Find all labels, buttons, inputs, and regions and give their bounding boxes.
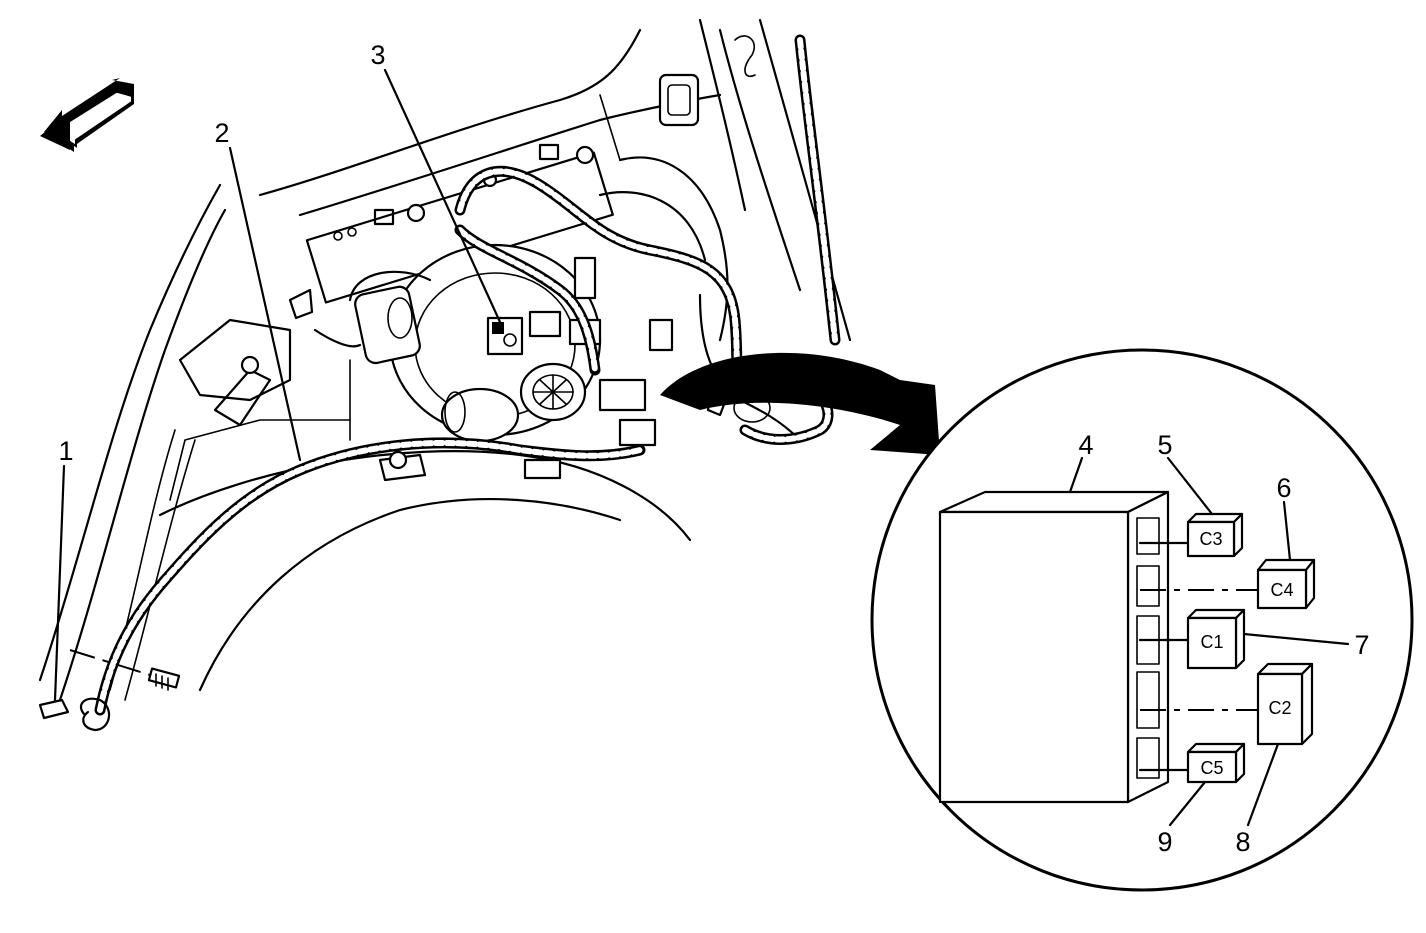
callout-7: 7 — [1354, 630, 1369, 660]
front-direction-arrow-icon — [40, 78, 134, 152]
detail-view: C3 C4 C1 C2 C5 — [870, 348, 1414, 892]
ground-fastener — [38, 649, 181, 720]
curved-detail-arrow-icon — [660, 352, 940, 455]
connector-c4: C4 — [1256, 558, 1316, 610]
callout-leaders — [53, 68, 1350, 827]
callout-5: 5 — [1157, 430, 1172, 460]
wire-harness — [79, 34, 841, 732]
connector-c2-label: C2 — [1268, 698, 1291, 718]
connector-c1: C1 — [1186, 608, 1246, 670]
connector-c5-label: C5 — [1200, 758, 1223, 778]
control-module — [938, 490, 1170, 804]
callout-4: 4 — [1078, 430, 1093, 460]
callout-8: 8 — [1235, 827, 1250, 857]
callout-1: 1 — [58, 436, 73, 466]
callout-numbers: 1 2 3 4 5 6 7 8 9 — [58, 40, 1369, 857]
connector-c5: C5 — [1186, 742, 1246, 784]
callout-9: 9 — [1157, 827, 1172, 857]
vehicle-body-illustration — [38, 18, 852, 702]
connector-c1-label: C1 — [1200, 632, 1223, 652]
connector-c2: C2 — [1256, 662, 1314, 746]
callout-2: 2 — [214, 118, 229, 148]
callout-6: 6 — [1276, 473, 1291, 503]
connector-c4-label: C4 — [1270, 580, 1293, 600]
connector-c3-label: C3 — [1199, 529, 1222, 549]
connector-c3: C3 — [1186, 512, 1244, 558]
callout-3: 3 — [370, 40, 385, 70]
